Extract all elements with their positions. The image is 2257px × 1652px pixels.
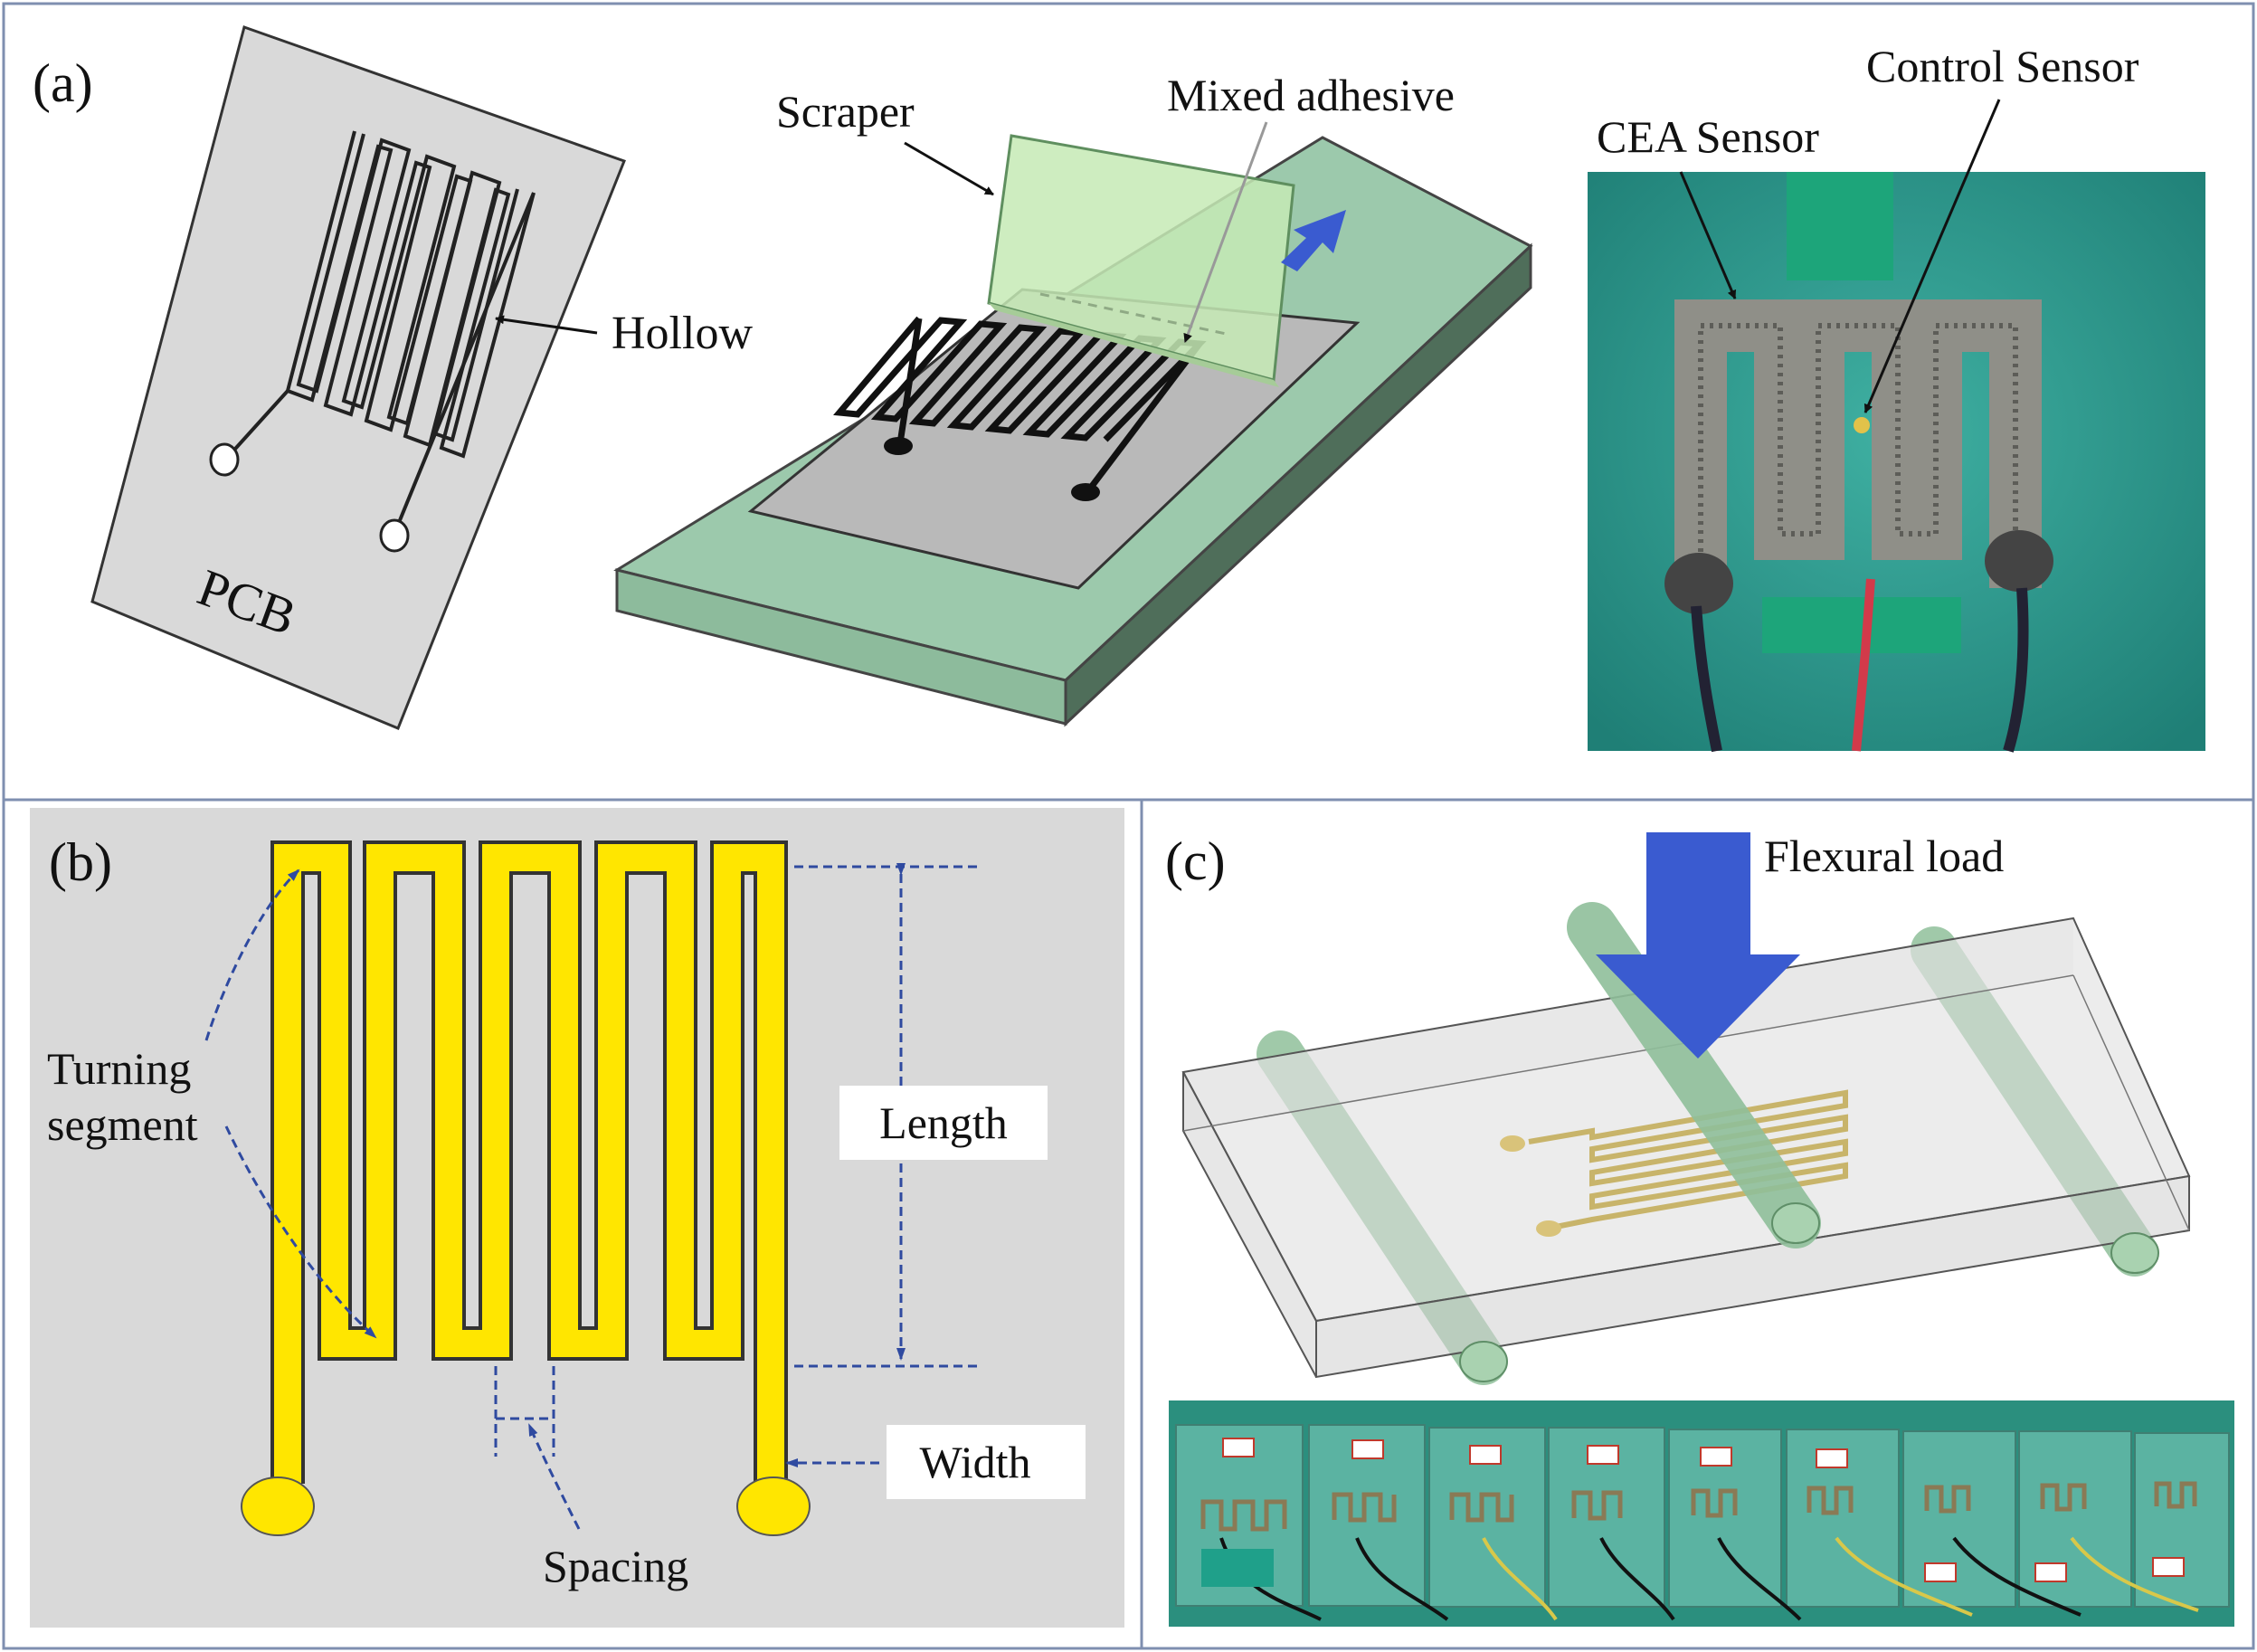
serpentine-trace (241, 840, 811, 1536)
panel-b: (b) Turning segment Length Width Spa (30, 808, 1124, 1628)
width-label: Width (920, 1437, 1031, 1487)
specimen-tags (1222, 1438, 2185, 1582)
support-roller-end-right (2110, 1232, 2159, 1274)
specimen-plates (1175, 1424, 2230, 1608)
pcb-hollow-pattern (226, 130, 536, 526)
panel-c-tag: (c) (1165, 831, 1226, 891)
panel-b-tag: (b) (49, 832, 112, 892)
black-pad-left (884, 437, 913, 455)
flexural-load-arrow (1596, 832, 1800, 1059)
control-sensor-dot (1854, 417, 1870, 433)
specimen-connector (1201, 1549, 1274, 1587)
control-sensor-label: Control Sensor (1866, 41, 2139, 91)
hollow-label: Hollow (612, 308, 753, 359)
turning-label-line2: segment (47, 1099, 198, 1150)
length-label-box (839, 1086, 1048, 1160)
pcb-board: PCB Hollow (90, 25, 753, 730)
scrape-direction-arrow (1281, 210, 1346, 271)
width-label-box (887, 1425, 1086, 1499)
length-label: Length (879, 1097, 1008, 1148)
flexural-load-label: Flexural load (1764, 831, 2004, 881)
pad-right (736, 1476, 811, 1536)
cea-sensor-texture (1698, 323, 2018, 588)
adhesive-label: Mixed adhesive (1167, 70, 1455, 120)
sensor-pad-bottom (1536, 1220, 1561, 1237)
sensor-photo: CEA Sensor Control Sensor (1588, 41, 2205, 753)
photo-tape-top (1787, 172, 1893, 280)
panel-a-tag: (a) (33, 53, 93, 113)
panel-c: (c) Flexural load (1165, 831, 2234, 1627)
photo-wire-red (1852, 578, 1875, 752)
photo-pad-left (1664, 553, 1733, 614)
pad-left (241, 1476, 315, 1536)
photo-pad-right (1985, 530, 2053, 592)
photo-wire-right (2003, 587, 2029, 753)
pcb-pad-right (379, 518, 410, 553)
test-beam (1181, 832, 2191, 1385)
dimension-lines (204, 863, 979, 1530)
panel-a: (a) PCB Hollow (33, 25, 2205, 753)
turning-label-line1: Turning (47, 1043, 191, 1094)
spacing-label: Spacing (543, 1541, 688, 1591)
pcb-pad-left (209, 442, 240, 477)
scraper-label: Scraper (776, 86, 915, 137)
black-pad-right (1071, 483, 1100, 501)
cea-sensor-label: CEA Sensor (1597, 111, 1819, 162)
specimens-photo (1169, 1400, 2234, 1627)
support-roller-end-left (1459, 1341, 1508, 1382)
scraper (987, 134, 1295, 387)
embedded-sensor (1528, 1089, 1848, 1230)
specimen-sensors (1200, 1481, 2197, 1532)
photo-wire-left (1691, 605, 1722, 753)
sensor-pad-top (1500, 1135, 1525, 1152)
substrate-assembly: Scraper Mixed adhesive (613, 70, 1533, 727)
sensor-trace-black (833, 316, 1207, 491)
